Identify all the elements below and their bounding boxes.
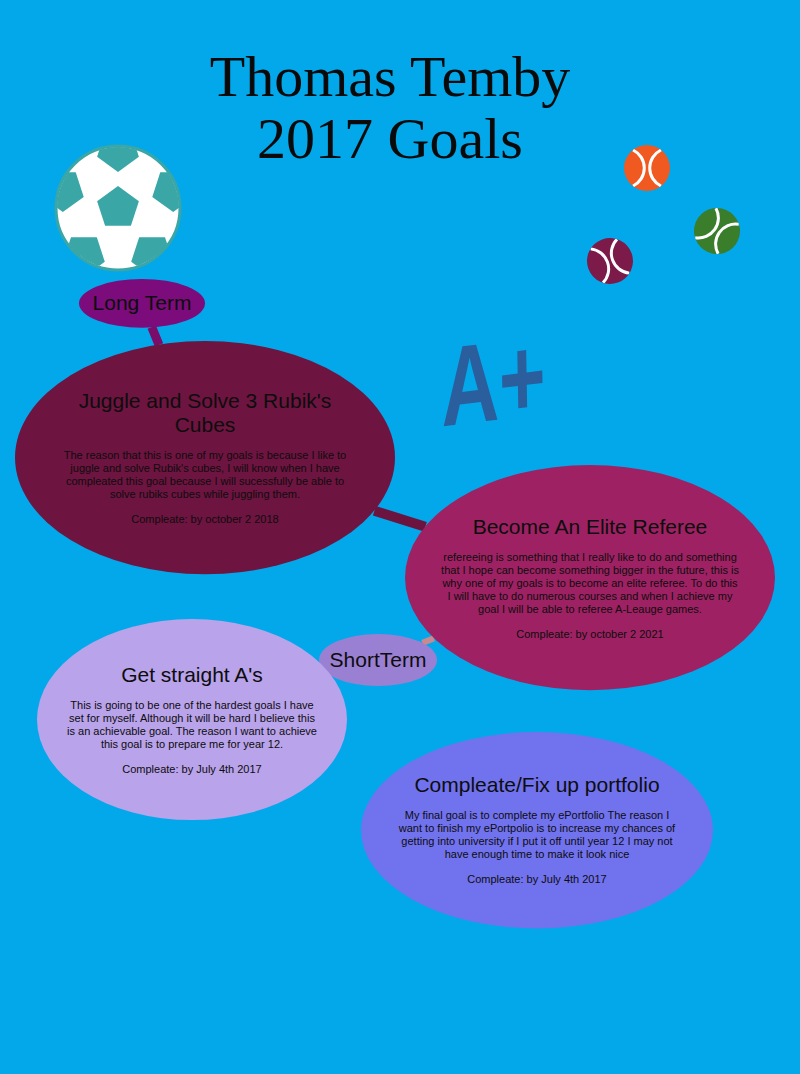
tennis-ball	[581, 232, 640, 291]
goal-description: This is going to be one of the hardest g…	[67, 699, 317, 751]
goal-description: The reason that this is one of my goals …	[55, 449, 355, 501]
goal-heading: Get straight A's	[67, 663, 317, 687]
connector-line	[422, 638, 434, 642]
ellipse-fill	[361, 732, 713, 928]
node-content: ShortTerm	[330, 648, 427, 672]
goal-heading: Juggle and Solve 3 Rubik's Cubes	[55, 389, 355, 437]
category-label: ShortTerm	[330, 648, 427, 672]
node-content: Juggle and Solve 3 Rubik's CubesThe reas…	[55, 389, 355, 526]
goal-ellipse: Compleate/Fix up portfolio My final goal …	[361, 732, 713, 928]
ellipse-fill	[319, 634, 437, 686]
category-ellipse: ShortTerm	[319, 634, 437, 686]
goal-deadline: Compleate: by october 2 2018	[55, 513, 355, 526]
category-ellipse: Long Term	[79, 279, 205, 328]
tennis-ball	[624, 145, 670, 191]
goal-deadline: Compleate: by october 2 2021	[440, 628, 740, 641]
tennis-seam	[633, 150, 661, 186]
goal-description: My final goal is to complete my ePortfol…	[397, 809, 677, 861]
goal-deadline: Compleate: by July 4th 2017	[67, 763, 317, 776]
connector-line	[374, 511, 425, 527]
tennis-ball	[685, 199, 749, 263]
tennis-ball-body	[624, 145, 670, 191]
ellipse-fill	[15, 341, 395, 574]
tennis-ball-body	[581, 232, 640, 291]
ellipse-fill	[79, 279, 205, 328]
category-label: Long Term	[93, 291, 192, 315]
goal-ellipse: Become An Elite Referee refereeing is som…	[405, 465, 775, 690]
goal-deadline: Compleate: by July 4th 2017	[397, 873, 677, 886]
goal-ellipse: Juggle and Solve 3 Rubik's CubesThe reas…	[15, 341, 395, 574]
ellipse-fill	[405, 465, 775, 690]
connector-line	[152, 327, 159, 345]
ball-patches	[39, 132, 196, 281]
tennis-seam	[695, 208, 739, 254]
goal-ellipse: Get straight A'sThis is going to be one …	[37, 619, 347, 820]
node-content: Become An Elite Referee refereeing is som…	[440, 515, 740, 641]
tennis-ball-body	[685, 199, 749, 263]
node-content: Get straight A'sThis is going to be one …	[67, 663, 317, 776]
ellipse-fill	[37, 619, 347, 820]
goal-description: refereeing is something that I really li…	[440, 551, 740, 616]
goal-heading: Compleate/Fix up portfolio	[397, 773, 677, 797]
grade-label: A+	[440, 319, 547, 444]
tennis-seam	[591, 239, 630, 282]
node-content: Compleate/Fix up portfolio My final goal …	[397, 773, 677, 886]
node-content: Long Term	[93, 291, 192, 315]
soccer-ball	[39, 132, 196, 281]
title: Thomas Temby 2017 Goals	[170, 46, 610, 170]
goal-heading: Become An Elite Referee	[440, 515, 740, 539]
